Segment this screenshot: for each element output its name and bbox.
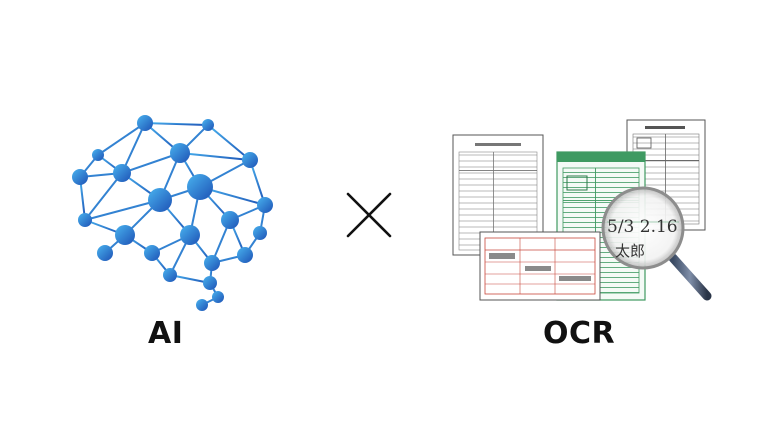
network-node [253,226,267,240]
documents-magnifier-icon: 5/3 2.16 太郎 [452,119,712,301]
network-edge [121,122,146,174]
magnified-handwriting: 5/3 2.16 [607,217,678,237]
network-node [78,213,92,227]
ocr-label: OCR [543,316,616,351]
network-node [113,164,131,182]
magnified-name: 太郎 [615,242,645,260]
network-node [204,255,220,271]
red-form-sheet [479,231,601,301]
network-node [97,245,113,261]
multiply-icon [346,192,392,238]
network-node [237,247,253,263]
network-edge [84,199,161,221]
network-node [137,115,153,131]
network-node [115,225,135,245]
network-edge [144,122,209,126]
network-edge [179,152,251,161]
network-node [187,174,213,200]
neural-network-brain-icon [72,115,273,311]
network-node [221,211,239,229]
network-node [170,143,190,163]
network-node [203,276,217,290]
network-edge [84,172,123,221]
network-node [257,197,273,213]
network-node [196,299,208,311]
network-node [180,225,200,245]
network-node [92,149,104,161]
magnifier-icon: 5/3 2.16 太郎 [601,186,712,301]
network-edge [121,152,181,174]
ai-label: AI [148,316,184,351]
network-node [242,152,258,168]
network-edge [97,122,146,156]
network-node [212,291,224,303]
network-node [148,188,172,212]
network-node [72,169,88,185]
brain-network-illustration [60,105,290,315]
ocr-documents-illustration: 5/3 2.16 太郎 [445,110,720,315]
network-node [202,119,214,131]
network-node [163,268,177,282]
network-node [144,245,160,261]
network-edge [207,124,251,161]
